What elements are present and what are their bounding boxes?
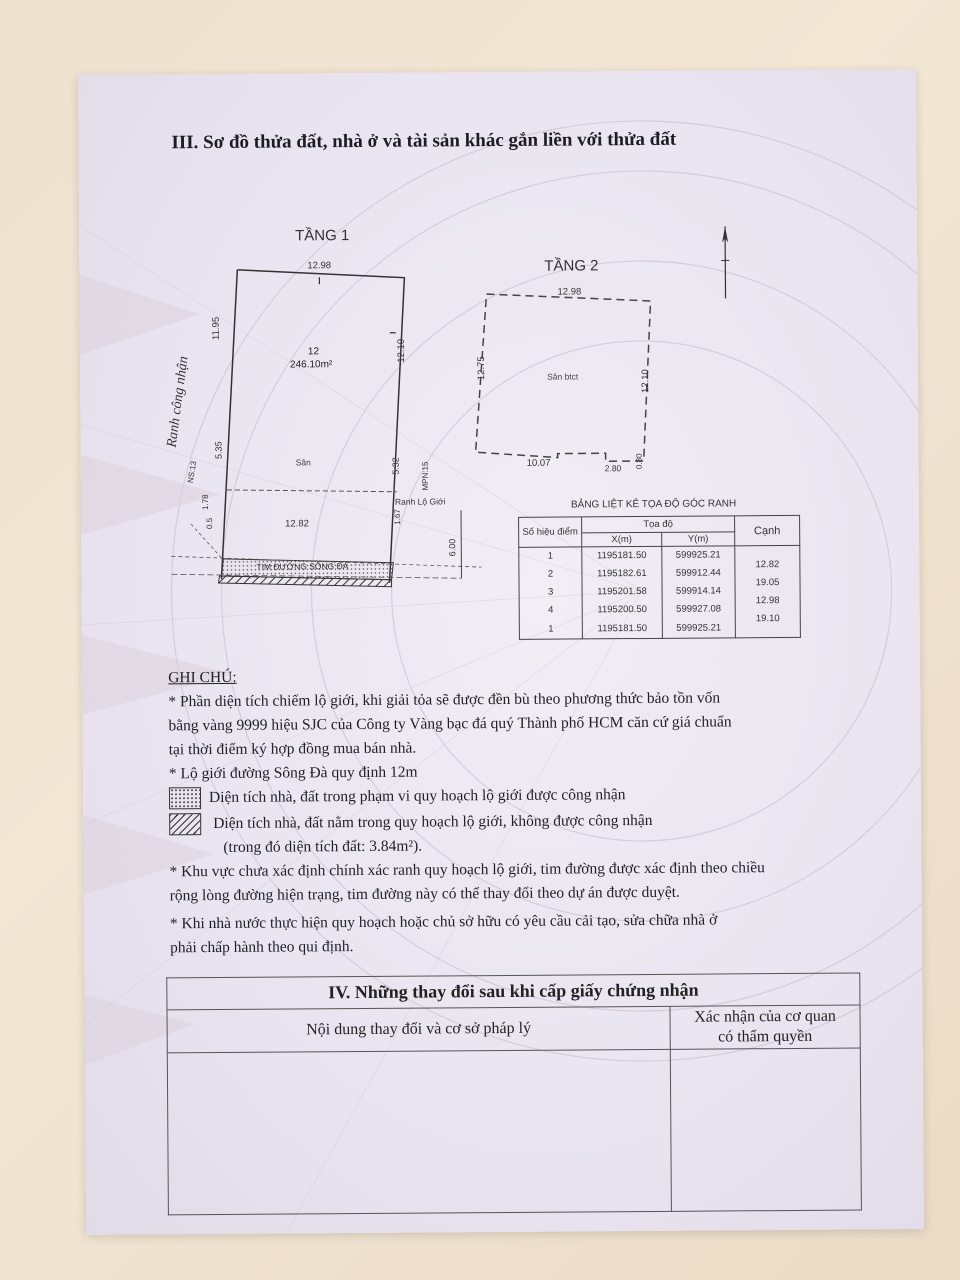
approval-line-1: Xác nhận của cơ quan — [694, 1007, 836, 1026]
x-cell: 1195201.58 — [582, 582, 662, 601]
lot-boundary-left — [220, 269, 239, 579]
changes-col-approval: Xác nhận của cơ quan có thẩm quyền — [669, 1005, 861, 1050]
background-seal-pattern — [78, 120, 925, 1234]
note-3-line-1: * Khu vực chưa xác định chính xác ranh q… — [169, 859, 765, 881]
floor-1-plan — [171, 269, 482, 588]
road-center-label: TIM ĐƯỜNG SÔNG ĐÀ — [256, 561, 349, 572]
y-cell: 599925.21 — [662, 617, 736, 639]
legend-hatched-text: Diện tích nhà, đất nằm trong quy hoạch l… — [213, 811, 653, 833]
floor-1-left-dim: 11.95 — [210, 316, 222, 341]
note-4-line-2: phải chấp hành theo qui định. — [169, 938, 354, 957]
yard-label: Sân — [295, 457, 311, 468]
recognized-boundary-line — [190, 523, 224, 561]
road-offset-dim: 6.00 — [447, 538, 458, 557]
point-cell: 2 — [518, 564, 583, 584]
note-3-line-2: rộng lòng đường hiện trạng, tim đường nà… — [169, 883, 680, 905]
floor-1-right-dim: 12.10 — [395, 338, 407, 363]
lot-area: 246.10m² — [289, 359, 333, 371]
floor-2-left-dim: 12.75 — [475, 356, 488, 381]
floor-2-notch-dim: 2.80 — [604, 463, 622, 474]
lot-number: 12 — [307, 346, 320, 358]
hatched-legend-swatch — [169, 813, 202, 836]
edge-value: 12.98 — [755, 595, 780, 607]
floor-2-plan — [474, 293, 652, 463]
edge-value: 12.82 — [755, 559, 780, 571]
legend-dotted-text: Diện tích nhà, đất trong phạm vi quy hoạ… — [208, 786, 626, 807]
header-y: Y(m) — [661, 531, 735, 547]
floor-2-right-dim: 12.10 — [640, 369, 652, 394]
floor-2-label: TẦNG 2 — [544, 257, 599, 275]
coord-table-title: BẢNG LIỆT KÊ TỌA ĐỘ GÓC RANH — [570, 498, 737, 511]
y-cell: 599925.21 — [661, 545, 735, 565]
header-x: X(m) — [581, 532, 662, 547]
floor-2-top-dim: 12.98 — [557, 286, 582, 298]
section-3-title: III. Sơ đồ thửa đất, nhà ở và tài sản kh… — [171, 128, 677, 154]
coord-table: Số hiệu điểm Tọa độ Cạnh X(m) Y(m) 1 119… — [518, 515, 801, 640]
x-cell: 1195182.61 — [581, 564, 662, 583]
point-cell: 1 — [518, 546, 582, 566]
floor-2-notch-v-dim: 0.80 — [634, 453, 644, 470]
x-cell: 1195200.50 — [582, 600, 663, 619]
x-cell: 1195181.50 — [581, 546, 662, 565]
certificate-page: III. Sơ đồ thửa đất, nhà ở và tài sản kh… — [77, 69, 925, 1235]
dotted-legend-swatch — [168, 787, 202, 810]
header-coord: Tọa độ — [581, 515, 735, 533]
approval-line-2: có thẩm quyền — [718, 1027, 813, 1046]
unrecognized-road-strip — [217, 575, 393, 588]
point-cell: 1 — [519, 618, 583, 640]
section-4-title: IV. Những thay đổi sau khi cấp giấy chứn… — [166, 973, 860, 1010]
edge-value: 19.10 — [755, 613, 780, 625]
header-point: Số hiệu điểm — [518, 516, 582, 548]
road-boundary-line — [171, 555, 482, 568]
changes-table: IV. Những thay đổi sau khi cấp giấy chứn… — [166, 972, 862, 1215]
legend-dotted-row: Diện tích nhà, đất trong phạm vi quy hoạ… — [168, 781, 869, 810]
road-center-drawing — [171, 510, 462, 579]
x-cell: 1195181.50 — [582, 618, 663, 639]
point-cell: 3 — [519, 582, 583, 602]
lot-boundary-right — [237, 269, 406, 583]
header-edge: Cạnh — [734, 515, 800, 546]
notes-block: GHI CHÚ: * Phần diện tích chiếm lộ giới,… — [168, 661, 870, 960]
floor-1-lower-right-dim: 5.32 — [390, 457, 401, 475]
floor-2-bottom-dim: 10.07 — [526, 457, 551, 469]
edge-column: 12.82 19.05 12.98 19.10 — [734, 545, 801, 638]
north-arrow-icon — [721, 226, 730, 299]
floor-1-label: TẦNG 1 — [295, 227, 350, 245]
slab-label: Sân btct — [547, 371, 579, 382]
floor-1-top-dim: 12.98 — [307, 260, 332, 272]
y-cell: 599912.44 — [661, 563, 736, 583]
changes-approval-cell — [670, 1048, 862, 1212]
point-cell: 4 — [519, 600, 583, 620]
changes-col-content: Nội dung thay đổi và cơ sở pháp lý — [166, 1006, 671, 1053]
mpn-label: MPN:15 — [420, 461, 430, 491]
floor-1-lower-left-dim: 5.35 — [213, 441, 224, 460]
y-cell: 599927.08 — [661, 599, 736, 619]
inner-division-line — [226, 489, 397, 493]
changes-content-cell — [167, 1049, 672, 1215]
edge-value: 19.05 — [755, 577, 780, 589]
y-cell: 599914.14 — [661, 581, 736, 601]
